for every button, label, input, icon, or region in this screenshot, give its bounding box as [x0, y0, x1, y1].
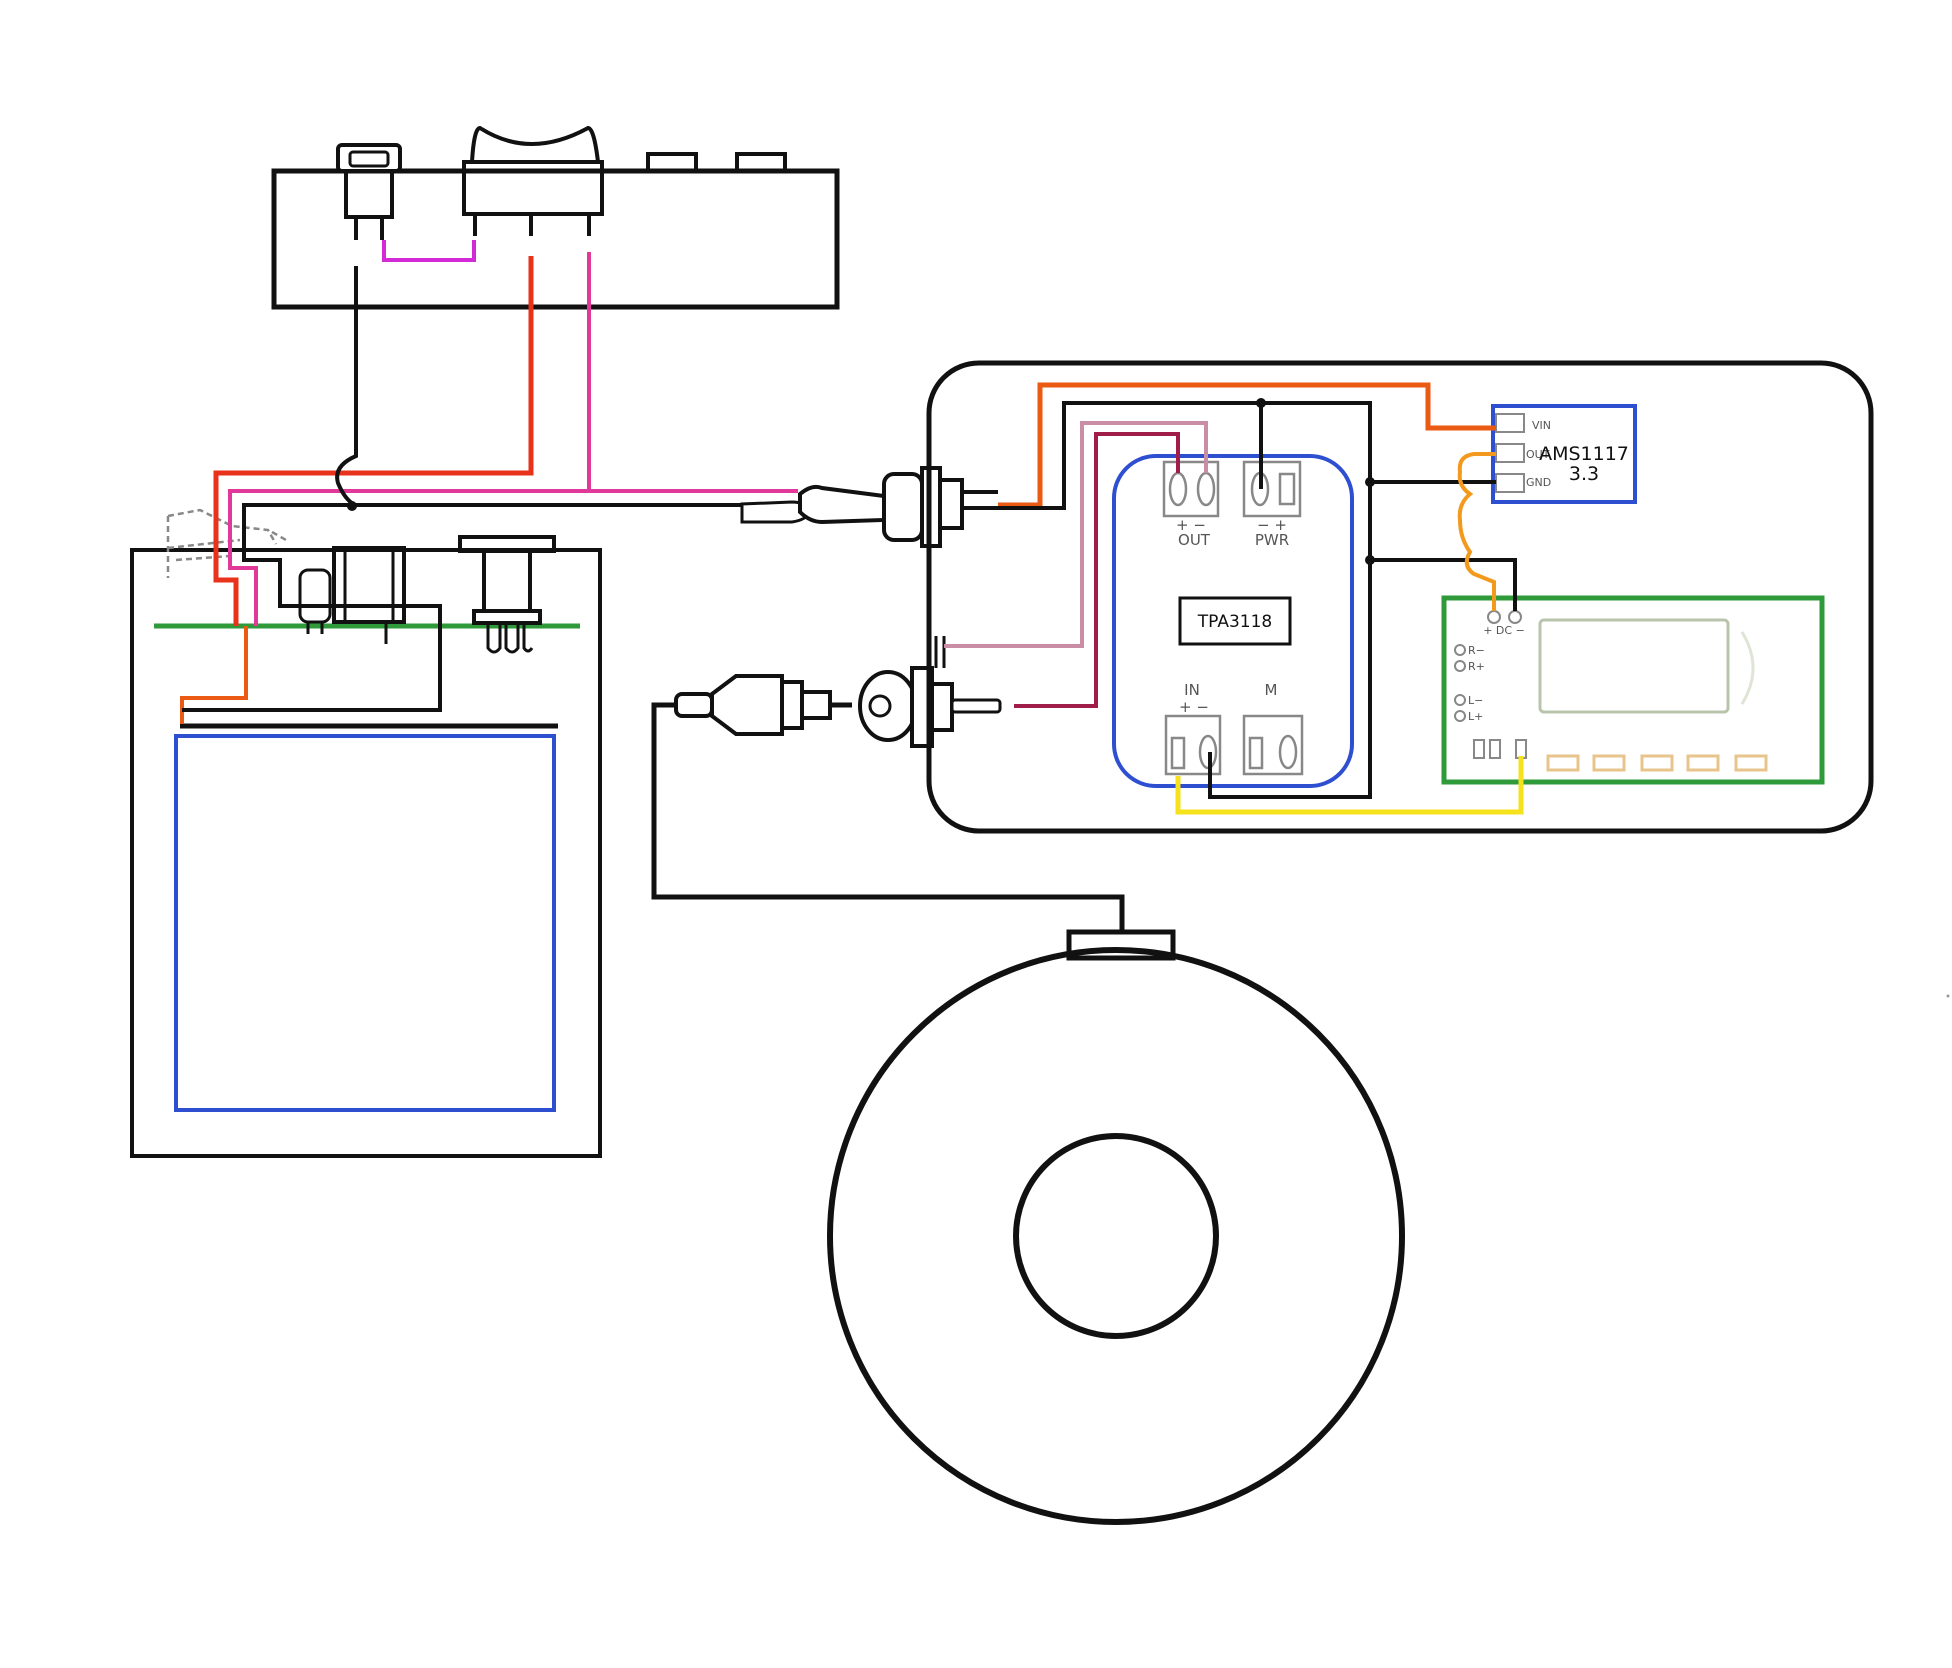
dashed-sketch — [166, 508, 287, 578]
wire-speaker-cable — [651, 702, 1125, 930]
panel-bump-2 — [735, 152, 787, 173]
wire-yellow — [1175, 756, 1524, 815]
bluetooth-board: + DC − R− R+ L− L+ — [1441, 595, 1825, 785]
wire-red-switch — [213, 256, 534, 626]
amp-out-label: OUT — [1178, 531, 1211, 549]
amp-out-terminal — [1162, 460, 1220, 518]
top-panel-box — [271, 168, 840, 310]
bt-pad-lp — [1454, 710, 1466, 722]
left-unit — [130, 508, 602, 1158]
amp-in-label: IN — [1184, 681, 1200, 699]
amp-in-pol: + − — [1179, 698, 1209, 716]
wire-orangered-vin — [998, 382, 1496, 508]
left-connector — [332, 546, 406, 644]
bt-dc-minus — [1508, 610, 1522, 624]
audio-jack-top — [740, 466, 998, 548]
bt-display — [1538, 618, 1730, 714]
bt-pad-lm — [1454, 694, 1466, 706]
speaker-cone — [1013, 1133, 1219, 1339]
amp-pwr-terminal — [1242, 460, 1302, 518]
bt-audio-pin-1 — [1473, 739, 1485, 759]
junction-gnd — [1365, 477, 1375, 487]
reg-pin-gnd — [1495, 473, 1525, 493]
wire-orange — [1457, 452, 1496, 611]
junction-dot — [347, 501, 357, 511]
speaker-outer — [827, 947, 1405, 1525]
bt-audio-pin-3 — [1515, 739, 1527, 759]
right-enclosure — [926, 360, 1874, 834]
wire-dusty-pink — [944, 421, 1208, 648]
reg-pin-vin — [1495, 413, 1525, 433]
reg-name-label: AMS1117 — [1539, 443, 1629, 465]
amp-outline — [1112, 454, 1354, 788]
bt-lp-label: L+ — [1468, 710, 1483, 723]
wire-maroon — [1014, 432, 1180, 708]
wire-magenta-jumper — [382, 240, 476, 262]
wire-pink-audio — [587, 252, 798, 493]
left-blue-module — [174, 734, 556, 1112]
top-control-panel — [271, 125, 840, 310]
amp-m-label: M — [1265, 681, 1278, 699]
capacitor — [298, 568, 332, 634]
junction-bt-gnd — [1365, 555, 1375, 565]
reg-gnd-label: GND — [1526, 476, 1551, 489]
wire-black-bt-gnd — [1370, 558, 1517, 611]
bt-pad-rp — [1454, 660, 1466, 672]
bt-button-pad-2 — [1592, 754, 1626, 772]
amp-pwr-label: PWR — [1255, 531, 1289, 549]
wire-black-rail — [998, 401, 1372, 799]
bt-audio-pin-2 — [1489, 739, 1501, 759]
amp-pwr-pol: − + — [1257, 516, 1287, 534]
left-unit-box — [130, 548, 602, 1158]
push-button — [336, 143, 402, 240]
rocker-switch — [462, 125, 604, 236]
speaker — [827, 929, 1405, 1525]
bt-button-pad-1 — [1546, 754, 1580, 772]
bt-button-pad-5 — [1734, 754, 1768, 772]
amp-chip-label: TPA3118 — [1197, 612, 1272, 632]
bt-board-outline — [1441, 595, 1825, 785]
regulator-module: VIN OUT GND AMS1117 3.3 — [1491, 404, 1637, 504]
wire-black-button — [182, 266, 442, 712]
bt-pad-rm — [1454, 644, 1466, 656]
bt-lm-label: L− — [1468, 694, 1483, 707]
reg-vin-label: VIN — [1532, 419, 1551, 432]
reg-out-label: OUT — [1526, 448, 1550, 461]
amp-chip — [1178, 596, 1292, 646]
amp-m-terminal — [1242, 714, 1304, 776]
dc-plug — [674, 674, 852, 736]
bt-button-pad-4 — [1686, 754, 1720, 772]
reg-volt-label: 3.3 — [1569, 463, 1599, 485]
amp-out-pol: + − — [1176, 516, 1206, 534]
reg-pin-out — [1495, 443, 1525, 463]
left-dc-jack — [458, 535, 556, 654]
wire-pink-left — [228, 489, 589, 626]
bt-display-arc — [1740, 631, 1755, 705]
bt-button-pad-3 — [1640, 754, 1674, 772]
bt-rm-label: R− — [1468, 644, 1485, 657]
stray-mark — [1946, 994, 1950, 998]
bt-dc-label: + DC − — [1483, 624, 1525, 637]
amp-module: TPA3118 + − OUT − + PWR IN + − M — [1112, 454, 1354, 788]
junction-pwr — [1256, 398, 1266, 408]
bt-rp-label: R+ — [1468, 660, 1485, 673]
bt-dc-plus — [1487, 610, 1501, 624]
panel-bump-1 — [646, 152, 698, 173]
